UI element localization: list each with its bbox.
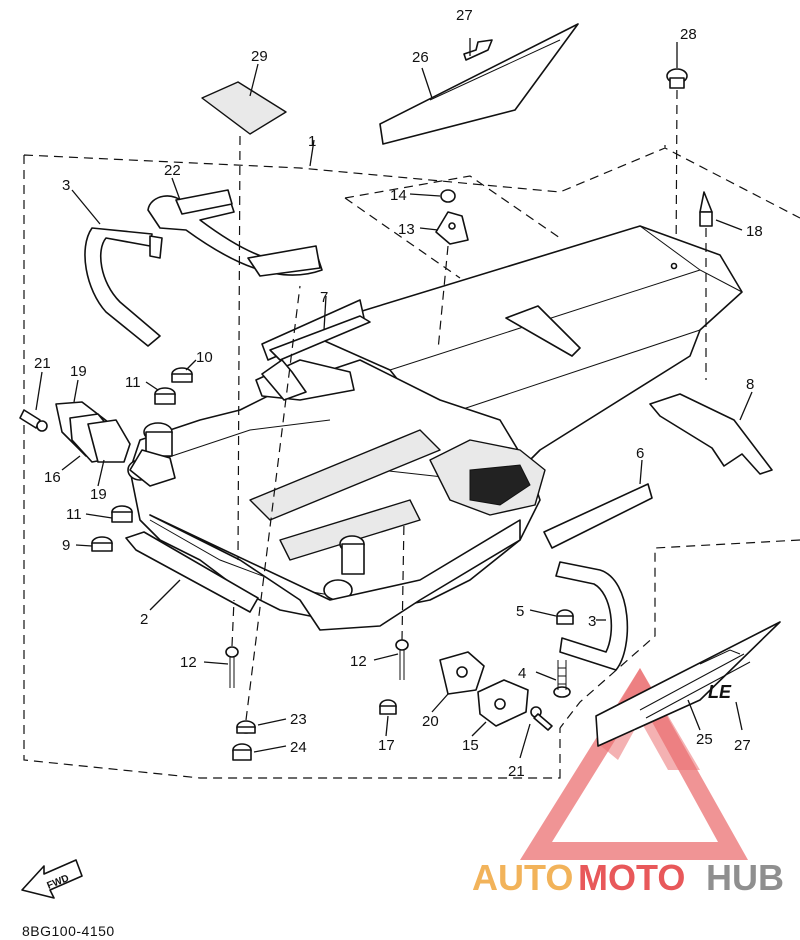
bushing-11b xyxy=(111,505,133,523)
screw-21b xyxy=(530,706,553,731)
callout-17: 17 xyxy=(378,737,395,754)
plate-19b xyxy=(87,419,131,463)
grommet-17 xyxy=(379,699,397,715)
callout-26: 26 xyxy=(412,49,429,66)
decal-strip-25-stripe xyxy=(639,649,751,719)
frame-skid xyxy=(149,514,521,631)
bolt-18 xyxy=(699,191,713,227)
callout-12-right: 12 xyxy=(350,653,367,670)
callout-21-bottom: 21 xyxy=(508,763,525,780)
rail-7 xyxy=(269,315,371,361)
callout-27-top: 27 xyxy=(456,7,473,24)
bolt-4 xyxy=(553,660,571,698)
assembly-boundary-right xyxy=(559,539,800,729)
nut-24 xyxy=(232,743,252,761)
frame-crossmember xyxy=(249,429,441,521)
spindle-right xyxy=(323,535,365,601)
callout-1: 1 xyxy=(308,133,316,150)
leader-lines xyxy=(35,38,753,759)
part-code: 8BG100-4150 xyxy=(22,923,115,939)
watermark-auto: AUTO xyxy=(472,857,573,898)
tag-27 xyxy=(463,39,493,61)
callout-8: 8 xyxy=(746,376,754,393)
grab-bar-22 xyxy=(147,189,323,277)
callout-27-bottom: 27 xyxy=(734,737,751,754)
callout-4: 4 xyxy=(518,665,526,682)
bracket-8 xyxy=(649,393,773,475)
inner-boundary xyxy=(344,175,561,279)
bolt-12a xyxy=(225,646,239,688)
callout-29: 29 xyxy=(251,48,268,65)
washer-23 xyxy=(236,720,256,734)
bushing-9 xyxy=(91,536,113,552)
callout-9: 9 xyxy=(62,537,70,554)
spindle-left xyxy=(127,422,176,487)
callout-3-left: 3 xyxy=(62,177,70,194)
callout-2: 2 xyxy=(140,611,148,628)
callout-20: 20 xyxy=(422,713,439,730)
callout-24: 24 xyxy=(290,739,307,756)
callout-22: 22 xyxy=(164,162,181,179)
rail-7-bracket xyxy=(261,359,307,401)
callout-labels: 27 26 28 29 1 22 3 14 13 18 7 10 21 19 1… xyxy=(34,7,763,780)
frame-crossmember-2 xyxy=(279,499,421,561)
callout-18: 18 xyxy=(746,223,763,240)
rail-6 xyxy=(543,483,653,549)
callout-21-left: 21 xyxy=(34,355,51,372)
leader-13 xyxy=(437,245,449,351)
callout-7: 7 xyxy=(320,289,328,306)
nut-5 xyxy=(556,609,574,625)
screw-21a xyxy=(19,409,48,432)
callout-11-top: 11 xyxy=(125,374,141,391)
callout-5: 5 xyxy=(516,603,524,620)
bumper-3-right xyxy=(555,561,629,671)
callout-19-bottom: 19 xyxy=(90,486,107,503)
pad-29 xyxy=(201,81,287,135)
assembly-boundary xyxy=(23,145,800,779)
leader-12a xyxy=(231,599,235,647)
decal-strip-26-stripe xyxy=(429,39,561,101)
callout-14: 14 xyxy=(390,187,407,204)
callout-23: 23 xyxy=(290,711,307,728)
watermark-moto: MOTO xyxy=(578,857,685,898)
callout-16: 16 xyxy=(44,469,61,486)
watermark-text: AUTO MOTO HUB xyxy=(472,857,784,898)
frame-tunnel-bracket xyxy=(505,305,581,357)
callout-19-top: 19 xyxy=(70,363,87,380)
callout-10: 10 xyxy=(196,349,213,366)
leader-29 xyxy=(237,135,241,561)
callout-28: 28 xyxy=(680,26,697,43)
callout-11-bottom: 11 xyxy=(66,506,82,523)
frame-hole xyxy=(670,262,678,270)
cap-28 xyxy=(666,68,688,89)
bracket-13 xyxy=(435,211,469,245)
callout-25: 25 xyxy=(696,731,713,748)
callout-12-left: 12 xyxy=(180,654,197,671)
rail-2 xyxy=(125,531,259,613)
plate-15-hole xyxy=(494,698,506,710)
main-frame-1 xyxy=(127,225,743,631)
plate-20-hole xyxy=(456,666,468,678)
frame-cover-dark xyxy=(469,464,531,506)
bolt-12b xyxy=(395,639,409,680)
bumper-3-left xyxy=(84,227,163,347)
callout-15: 15 xyxy=(462,737,479,754)
bushing-11a xyxy=(154,387,176,405)
bushing-10 xyxy=(171,367,193,383)
callout-3-right: 3 xyxy=(588,613,596,630)
leader-24 xyxy=(245,285,301,721)
callout-13: 13 xyxy=(398,221,415,238)
fwd-arrow-icon: FWD xyxy=(21,859,83,899)
leader-12b xyxy=(401,519,405,641)
watermark-hub: HUB xyxy=(706,857,784,898)
decal-text: LE xyxy=(708,682,732,702)
callout-6: 6 xyxy=(636,445,644,462)
nut-14 xyxy=(440,189,456,203)
